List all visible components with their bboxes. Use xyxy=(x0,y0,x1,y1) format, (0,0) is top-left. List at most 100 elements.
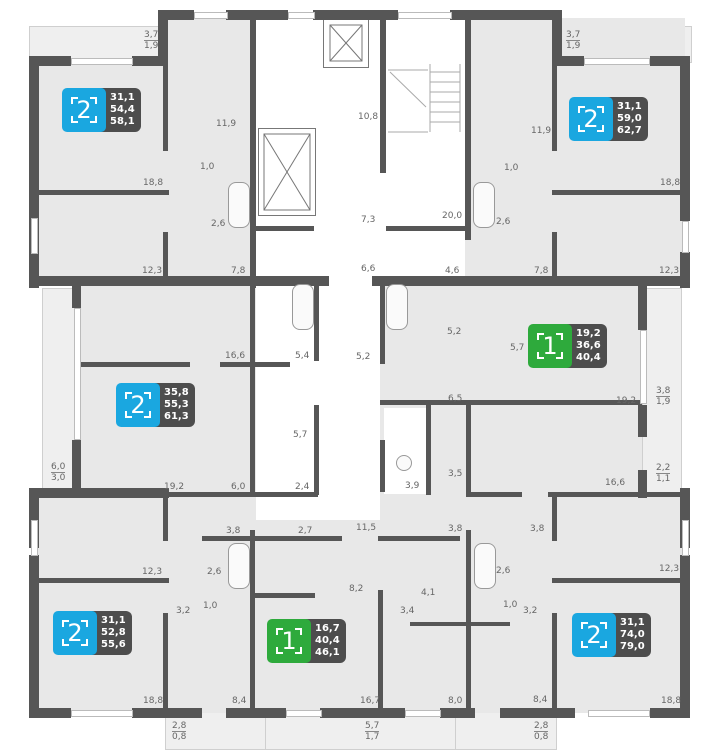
wall xyxy=(132,56,167,66)
room-area: 7,3 xyxy=(361,215,376,225)
room-area: 7,8 xyxy=(231,266,246,276)
window xyxy=(194,12,228,19)
wall xyxy=(552,190,685,195)
total-area: 74,0 xyxy=(620,629,645,640)
bathtub xyxy=(228,182,250,228)
wall xyxy=(552,497,557,541)
wall xyxy=(72,286,81,308)
bathtub xyxy=(228,543,250,589)
room-area: 8,2 xyxy=(349,584,364,594)
balcony-total: 6,0 xyxy=(51,462,66,473)
apartment-floor xyxy=(165,18,255,68)
staircase xyxy=(388,64,461,133)
room-area: 2,6 xyxy=(211,219,226,229)
wall xyxy=(372,276,690,286)
wall xyxy=(220,362,290,367)
wall xyxy=(380,400,642,405)
room-area: 10,8 xyxy=(358,112,379,122)
room-count: 1 xyxy=(267,619,311,663)
wall xyxy=(380,440,385,492)
room-area: 7,8 xyxy=(534,266,549,276)
living-area: 31,1 xyxy=(101,615,126,626)
wall xyxy=(226,10,288,20)
room-area: 8,4 xyxy=(533,695,548,705)
wall xyxy=(466,530,471,710)
room-area: 3,2 xyxy=(176,606,191,616)
wall xyxy=(29,276,329,286)
room-area: 3,4 xyxy=(400,606,415,616)
balcony-total: 2,2 xyxy=(656,463,671,474)
room-area: 3,5 xyxy=(448,469,463,479)
room-area: 1,0 xyxy=(504,163,519,173)
bathtub xyxy=(474,543,496,589)
window xyxy=(640,330,647,404)
wall xyxy=(680,56,690,221)
window xyxy=(71,710,133,717)
wall xyxy=(552,56,584,66)
area-with-balcony: 46,1 xyxy=(315,647,340,658)
balcony-reduced: 3,0 xyxy=(51,473,66,483)
room-area: 11,5 xyxy=(356,523,377,533)
room-area: 1,0 xyxy=(503,600,518,610)
room-area: 2,7 xyxy=(298,526,313,536)
balcony-reduced: 1,1 xyxy=(656,474,671,484)
room-count: 1 xyxy=(528,324,572,368)
window xyxy=(31,218,38,254)
living-area: 31,1 xyxy=(617,101,642,112)
living-area: 35,8 xyxy=(164,387,189,398)
balcony-total: 3,7 xyxy=(566,30,581,41)
wall xyxy=(638,405,647,437)
room-area: 16,7 xyxy=(360,696,381,706)
window xyxy=(71,58,133,65)
room-area: 1,0 xyxy=(200,162,215,172)
wall xyxy=(378,536,460,541)
balcony-total: 2,8 xyxy=(172,721,187,732)
wall xyxy=(680,488,690,548)
wall xyxy=(158,10,194,20)
wall xyxy=(163,613,168,710)
room-area: 5,7 xyxy=(510,343,525,353)
room-area: 3,2 xyxy=(523,606,538,616)
room-area: 18,8 xyxy=(143,178,164,188)
room-count-value: 2 xyxy=(583,105,599,133)
window xyxy=(405,710,441,717)
room-count-value: 2 xyxy=(76,96,92,124)
window xyxy=(31,520,38,556)
wall xyxy=(638,286,647,330)
area-with-balcony: 62,7 xyxy=(617,125,642,136)
balcony-total: 3,7 xyxy=(144,30,159,41)
room-count: 2 xyxy=(62,88,106,132)
wall xyxy=(314,286,319,361)
wall xyxy=(29,488,39,548)
room-area: 12,3 xyxy=(142,266,163,276)
room-area: 19,2 xyxy=(616,396,637,406)
wall xyxy=(78,362,190,367)
wall xyxy=(39,190,169,195)
wall xyxy=(500,708,575,718)
window xyxy=(74,308,81,440)
total-area: 40,4 xyxy=(315,635,340,646)
wall xyxy=(250,530,255,710)
wall xyxy=(650,56,690,66)
wall xyxy=(466,405,471,497)
room-area: 5,7 xyxy=(293,430,308,440)
total-area: 55,3 xyxy=(164,399,189,410)
wall xyxy=(552,232,557,278)
total-area: 36,6 xyxy=(576,340,601,351)
room-area: 18,8 xyxy=(661,696,682,706)
room-area: 5,2 xyxy=(356,352,371,362)
wall xyxy=(320,708,405,718)
wall xyxy=(202,536,342,541)
wall xyxy=(465,18,471,240)
wall xyxy=(410,622,510,626)
